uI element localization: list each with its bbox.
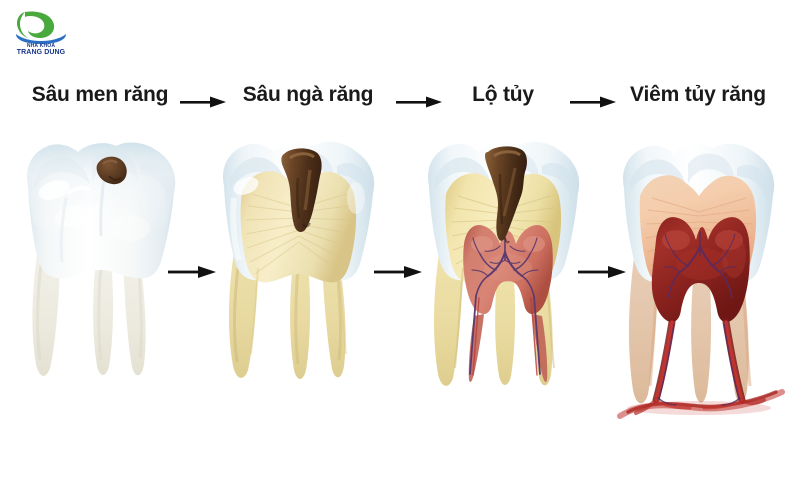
logo-text-line1: NHA KHOA — [26, 43, 56, 49]
tooth-stage-1-enamel-caries — [8, 128, 194, 388]
tooth-stage-4-pulpitis — [606, 128, 796, 424]
stage-label-4: Viêm tủy răng — [630, 83, 766, 106]
mid-arrow-3-icon — [578, 264, 626, 280]
mid-arrow-2-icon — [374, 264, 422, 280]
header-arrow-1-icon — [180, 95, 226, 108]
logo-text: NHA KHOA TRANG DUNG — [8, 43, 74, 57]
logo-mark-icon — [8, 8, 74, 44]
logo-text-line2: TRANG DUNG — [16, 49, 66, 56]
stage-label-2: Sâu ngà răng — [242, 83, 374, 106]
header-arrow-3-icon — [570, 95, 616, 108]
tooth-stage-3-pulp-exposure — [412, 128, 598, 400]
tooth-stage-2-dentin-caries — [206, 128, 392, 390]
mid-arrow-1-icon — [168, 264, 216, 280]
stage-label-1: Sâu men răng — [31, 83, 169, 106]
header-arrow-2-icon — [396, 95, 442, 108]
clinic-logo: NHA KHOA TRANG DUNG — [8, 8, 74, 60]
stage-label-3: Lộ tủy — [472, 83, 534, 106]
